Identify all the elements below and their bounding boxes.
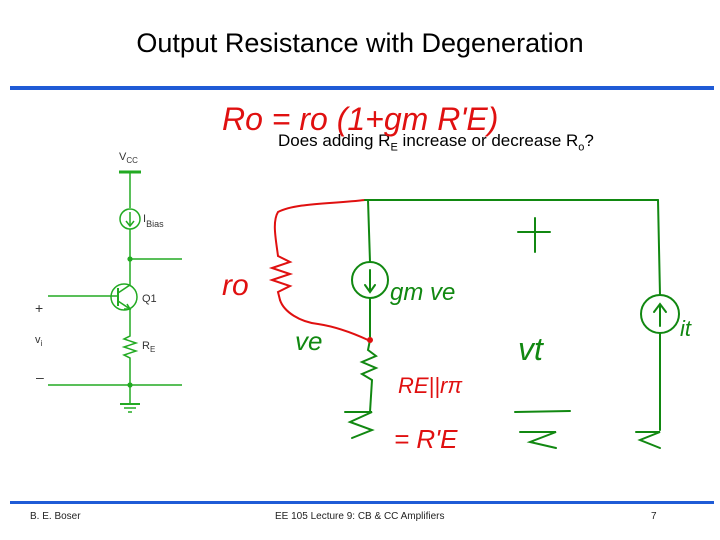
gm-ve-label: gm ve — [390, 279, 455, 306]
it-label: it — [680, 316, 692, 341]
re-label: RE — [142, 340, 155, 354]
question-sub-e: E — [390, 141, 398, 154]
ibias-label: IBias — [143, 213, 164, 229]
footer-page-number: 7 — [651, 511, 657, 522]
question-text: Does adding RE increase or decrease Ro? — [278, 131, 594, 153]
vt-label: vt — [518, 331, 544, 367]
minus-label: – — [36, 369, 44, 385]
small-signal-wiring — [344, 199, 680, 449]
ro-label: ro — [222, 269, 249, 302]
vi-label: vi — [35, 334, 43, 348]
plus-label: + — [35, 300, 43, 316]
re-resistor-icon — [121, 332, 139, 385]
ro-equation: Ro = ro (1+gm R'E) — [222, 101, 498, 137]
vcc-label: VCC — [119, 151, 138, 165]
q1-label: Q1 — [142, 293, 157, 305]
emitter-node — [367, 337, 373, 343]
ro-resistor-drawing — [268, 199, 369, 341]
emitter-follower-schematic — [48, 170, 182, 413]
footer-course: EE 105 Lecture 9: CB & CC Amplifiers — [275, 511, 445, 522]
title-divider — [10, 86, 714, 90]
ve-label: ve — [295, 326, 322, 356]
question-prefix: Does adding R — [278, 131, 391, 150]
equals-re-prime-label: = R'E — [394, 424, 458, 454]
footer-author: B. E. Boser — [30, 511, 81, 522]
schematic-nodes — [127, 256, 133, 388]
slide-title: Output Resistance with Degeneration — [136, 28, 584, 58]
question-suffix: ? — [584, 131, 594, 150]
question-middle: increase or decrease R — [397, 131, 579, 150]
question-sub-o: o — [578, 141, 585, 154]
re-parallel-rpi-label: RE||rπ — [398, 373, 463, 398]
footer-divider — [10, 501, 714, 504]
